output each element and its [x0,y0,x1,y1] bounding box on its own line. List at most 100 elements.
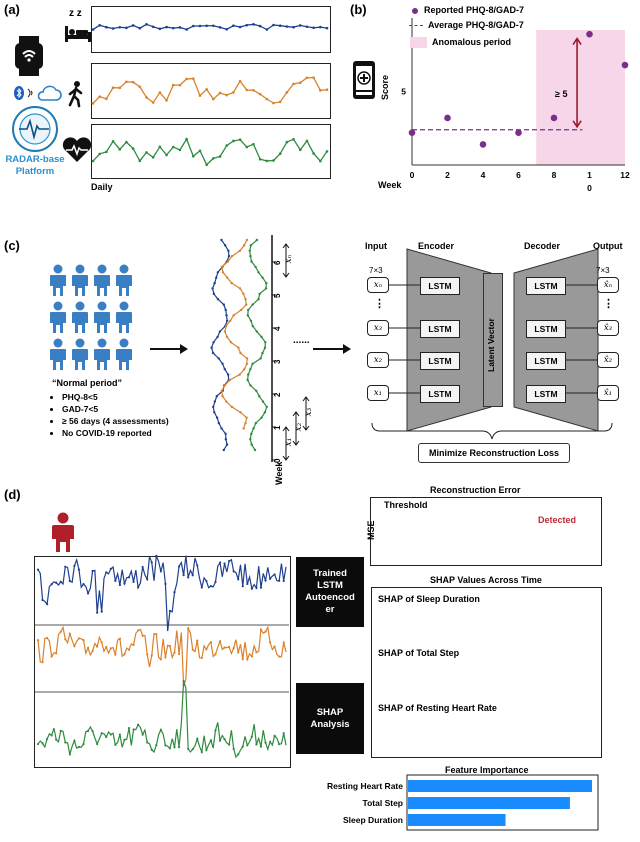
person-head-0-2 [97,264,107,274]
patient-point-2-98 [259,745,263,748]
patient-point-2-36 [118,733,122,736]
patient-point-0-40 [127,576,131,579]
arrow-annotation: ≥ 5 [555,89,568,99]
score-point-2 [479,141,487,148]
daily-point-0-33 [312,26,315,30]
window-point-0-12 [222,303,225,306]
patient-point-0-104 [273,573,276,576]
window-point-1-33 [245,416,248,419]
patient-point-1-52 [155,633,158,636]
patient-point-0-64 [182,574,185,577]
person-head-2-2 [97,338,107,348]
sleep-z-glyph: z z [69,8,82,19]
encoder-lstm-n: LSTM [420,277,460,295]
feature-label-2: Sleep Duration [343,815,403,825]
window-label-x1: x₁ [284,438,294,447]
daily-point-2-32 [305,139,309,143]
window-point-0-1 [224,244,227,247]
patient-point-0-12 [64,565,67,568]
window-point-1-7 [226,276,229,279]
window-point-2-31 [265,405,268,409]
score-point-3 [515,129,522,136]
window-point-2-29 [258,394,261,398]
patient-point-0-4 [46,603,49,606]
window-point-2-4 [250,260,253,263]
daily-point-1-28 [278,100,282,104]
patient-point-2-16 [73,739,76,742]
daily-point-2-2 [105,150,108,154]
person-body-1-1 [72,312,88,333]
window-point-0-6 [216,271,220,274]
patient-point-0-10 [59,580,62,583]
input-x1: x₁ [367,385,389,401]
window-point-1-6 [221,271,225,274]
window-point-2-9 [264,287,268,290]
criteria-list: PHQ-8<5 GAD-7<5 ≥ 56 days (4 assessments… [52,391,222,439]
patient-point-1-56 [164,656,167,659]
patient-point-0-52 [155,554,158,557]
window-point-0-20 [210,346,213,349]
patient-point-0-28 [100,610,103,613]
daily-point-2-33 [312,152,315,155]
person-head-2-1 [75,338,85,348]
window-point-1-18 [225,335,229,339]
output-ellipsis: ⋮ [603,298,614,310]
patient-point-2-22 [86,729,90,733]
window-point-1-19 [229,341,233,344]
window-point-1-13 [239,308,243,312]
feature-bar-2 [408,814,506,826]
patient-point-0-108 [282,579,285,583]
daily-point-1-5 [125,80,128,84]
window-point-0-31 [212,405,215,409]
window-point-1-20 [237,346,240,349]
daily-point-1-29 [285,91,289,94]
patient-point-0-90 [241,585,244,588]
window-point-0-24 [223,368,226,371]
daily-point-2-29 [285,140,289,144]
window-arrows-x3 [302,396,310,431]
panel-b-label: (b) [350,2,367,17]
patient-point-1-40 [127,648,131,651]
dots-label: ...... [293,335,310,346]
patient-point-0-86 [232,570,235,573]
daily-point-2-4 [118,148,122,151]
patient-point-0-70 [196,564,199,567]
daily-point-2-24 [252,142,255,146]
window-point-2-17 [255,330,258,333]
window-point-0-34 [217,421,221,425]
radar-base-logo-icon [12,106,58,152]
recon-title: Reconstruction Error [430,485,521,495]
window-point-0-33 [215,416,219,419]
daily-point-0-3 [111,27,115,30]
feature-bar-1 [408,797,570,809]
criterion-gad: GAD-7<5 [62,403,222,415]
patient-point-0-68 [191,574,194,577]
detected-label: Detected [538,515,577,525]
patient-point-1-60 [173,651,176,654]
input-shape: 7×3 [369,266,383,275]
patient-point-2-62 [177,746,181,749]
window-point-1-35 [242,427,245,430]
daily-point-2-0 [91,159,95,163]
daily-point-0-6 [131,24,135,27]
daily-point-2-1 [98,152,101,156]
daily-point-2-9 [151,156,155,159]
daily-point-2-17 [205,163,208,167]
window-point-0-25 [226,373,230,376]
window-point-0-17 [218,330,222,333]
window-point-1-11 [244,298,247,301]
daily-point-2-7 [138,159,142,163]
patient-point-2-46 [141,733,144,736]
patient-point-1-20 [82,639,85,642]
patient-point-0-58 [168,609,172,612]
score-point-1 [444,114,451,122]
patient-point-1-90 [241,658,244,661]
patient-point-2-24 [91,730,94,733]
recon-box [370,497,602,566]
feature-bar-0 [408,780,592,792]
window-point-2-15 [249,319,253,322]
patient-point-0-30 [105,571,108,574]
trained-autoencoder-box: Trained LSTM Autoencod er [296,557,364,627]
patient-point-1-24 [91,649,94,653]
patient-point-2-42 [132,728,135,731]
